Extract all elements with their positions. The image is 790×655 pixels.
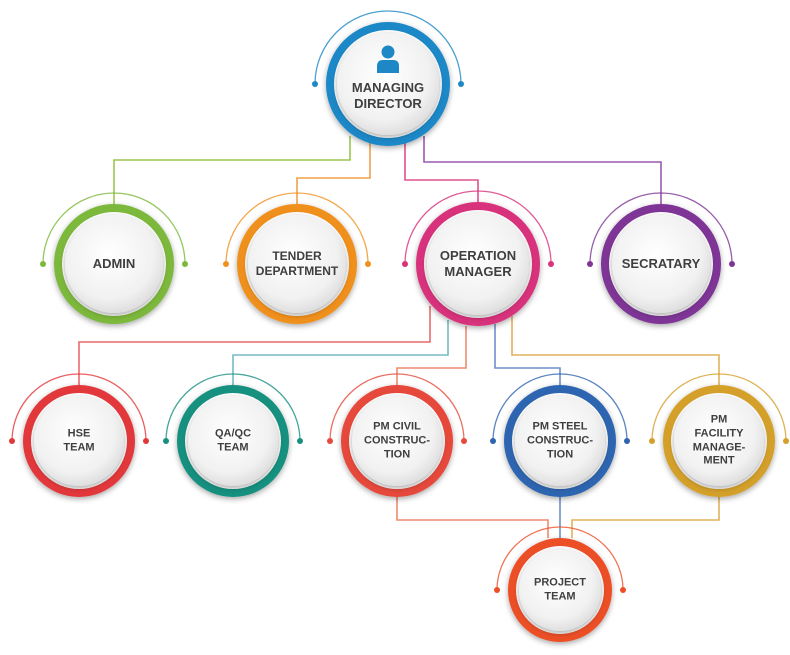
connector-md-op (404, 140, 479, 202)
node-arc-dot (729, 261, 735, 267)
node-op (402, 190, 554, 326)
node-civil (327, 373, 467, 497)
node-arc-dot (587, 261, 593, 267)
node-arc (492, 373, 628, 442)
node-arc-dot (461, 438, 467, 444)
node-inner-disc (519, 549, 601, 631)
node-arc-dot (548, 261, 554, 267)
node-arc (11, 373, 147, 442)
node-inner-disc (612, 215, 710, 313)
person-icon (377, 45, 399, 73)
node-arc-dot (783, 438, 789, 444)
node-arc (496, 526, 624, 591)
node-arc-dot (402, 261, 408, 267)
node-inner-disc (674, 396, 764, 486)
node-arc (651, 373, 787, 442)
node-inner-disc (188, 396, 278, 486)
node-arc-dot (327, 438, 333, 444)
node-inner-disc (515, 396, 605, 486)
node-inner-disc (34, 396, 124, 486)
connector-op-facility (511, 316, 720, 385)
node-arc-dot (9, 438, 15, 444)
connector-md-tender (296, 140, 371, 204)
node-admin (40, 192, 188, 324)
connector-md-admin (113, 136, 351, 204)
node-arc (329, 373, 465, 442)
node-qa (163, 373, 303, 497)
connector-civil-project (396, 497, 549, 538)
node-arc (225, 192, 369, 265)
node-arc (42, 192, 186, 265)
node-sec (587, 192, 735, 324)
node-arc (165, 373, 301, 442)
node-arc-dot (312, 81, 318, 87)
node-hse (9, 373, 149, 497)
node-arc-dot (620, 587, 626, 593)
node-inner-disc (248, 215, 346, 313)
connector-op-civil (396, 326, 467, 385)
connector-facility-project (571, 497, 720, 538)
connector-op-steel (494, 324, 561, 385)
node-arc-dot (163, 438, 169, 444)
node-inner-disc (427, 213, 529, 315)
node-inner-disc (337, 33, 439, 135)
node-arc-dot (40, 261, 46, 267)
node-arc-dot (223, 261, 229, 267)
node-arc (314, 10, 462, 85)
node-facility (649, 373, 789, 497)
node-tender (223, 192, 371, 324)
connector-op-hse (78, 306, 431, 385)
node-arc-dot (624, 438, 630, 444)
connector-op-qa (232, 320, 449, 385)
node-inner-disc (65, 215, 163, 313)
node-arc-dot (649, 438, 655, 444)
node-project (494, 526, 626, 642)
node-arc-dot (365, 261, 371, 267)
node-arc (589, 192, 733, 265)
node-md (312, 10, 464, 146)
node-arc-dot (494, 587, 500, 593)
node-inner-disc (352, 396, 442, 486)
node-arc-dot (490, 438, 496, 444)
node-arc-dot (182, 261, 188, 267)
connector-md-sec (423, 136, 662, 204)
node-arc-dot (143, 438, 149, 444)
node-steel (490, 373, 630, 497)
node-arc-dot (458, 81, 464, 87)
node-arc (404, 190, 552, 265)
node-arc-dot (297, 438, 303, 444)
